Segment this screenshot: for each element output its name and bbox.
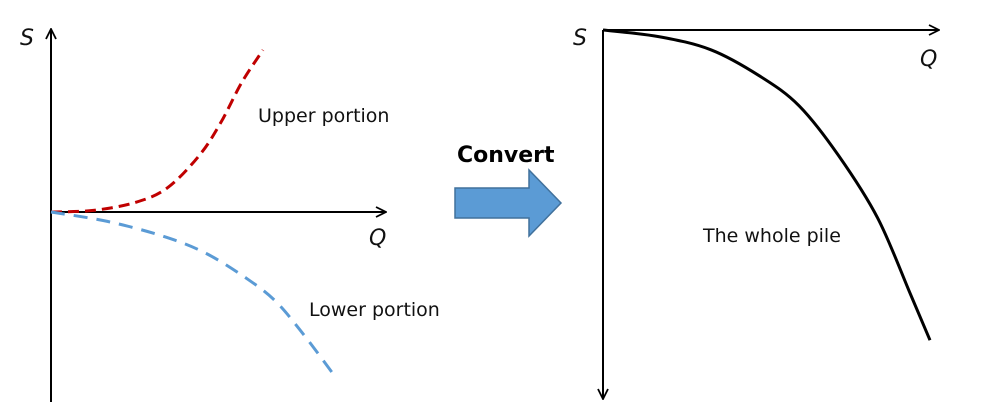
right-arrow-icon — [454, 168, 563, 238]
lower-portion-curve — [50, 210, 335, 375]
lower-portion-label: Lower portion — [309, 299, 440, 321]
convert-label: Convert — [457, 143, 555, 168]
left-x-axis-label: Q — [369, 226, 386, 251]
upper-portion-curve — [50, 49, 265, 214]
whole-pile-curve — [602, 28, 932, 341]
right-y-axis-label: S — [573, 26, 587, 51]
right-x-axis-label: Q — [920, 47, 937, 72]
whole-pile-label: The whole pile — [702, 225, 841, 247]
convert-arrow-group: Convert — [454, 143, 563, 238]
right-panel: S Q The whole pile — [573, 26, 938, 398]
left-panel: S Q Upper portion Lower portion — [20, 26, 440, 402]
upper-portion-label: Upper portion — [258, 105, 389, 127]
left-y-axis-label: S — [20, 26, 34, 51]
